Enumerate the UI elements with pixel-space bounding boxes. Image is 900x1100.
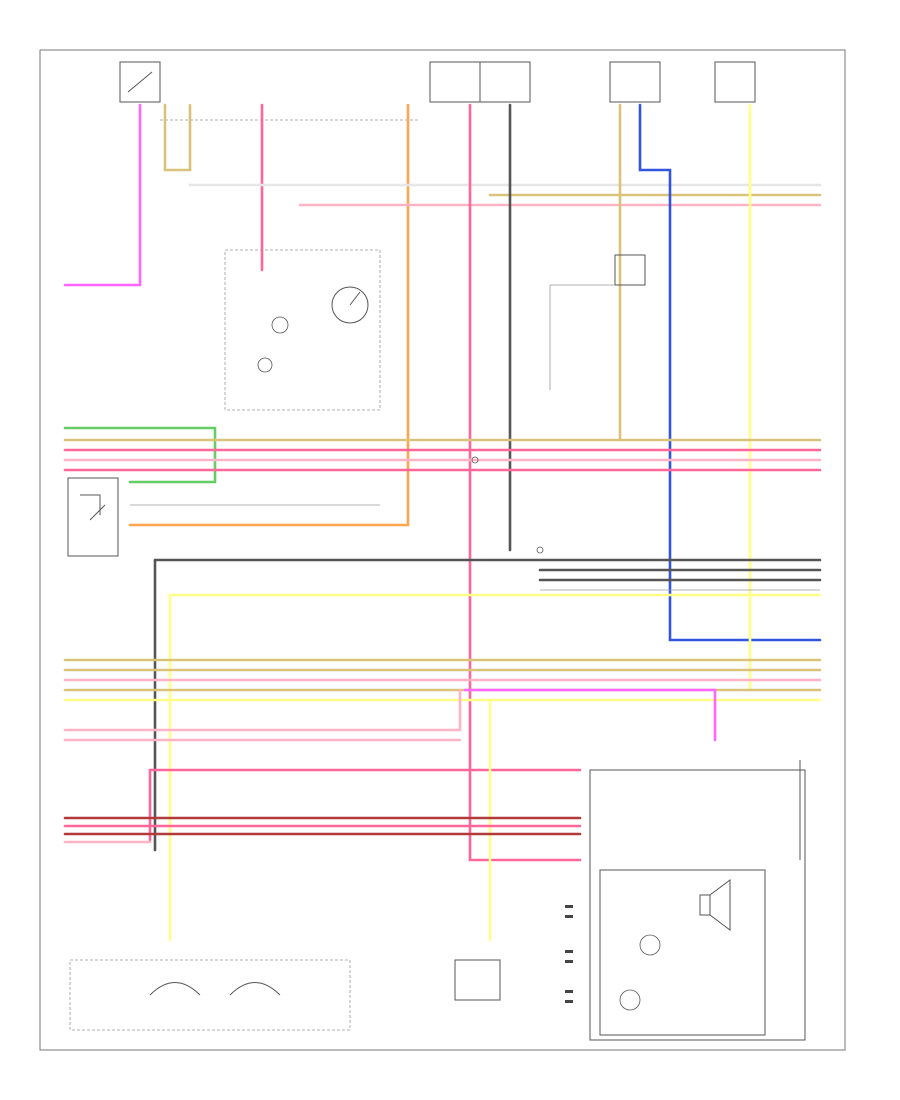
top-connector-a [429,61,531,103]
radio-module [589,760,806,1041]
sensor-box [549,254,646,390]
instrument-cluster-box [224,249,381,411]
wires [63,103,822,942]
module-pins [565,905,573,1003]
lamp-bank [69,959,351,1031]
diagram-frame [39,49,846,1051]
junction-marker [536,546,544,554]
crossing-marker [471,456,479,464]
top-left-switch [119,61,161,103]
bottom-connector [454,959,501,1001]
left-switch-box [67,477,119,557]
top-connector-b [609,61,756,103]
